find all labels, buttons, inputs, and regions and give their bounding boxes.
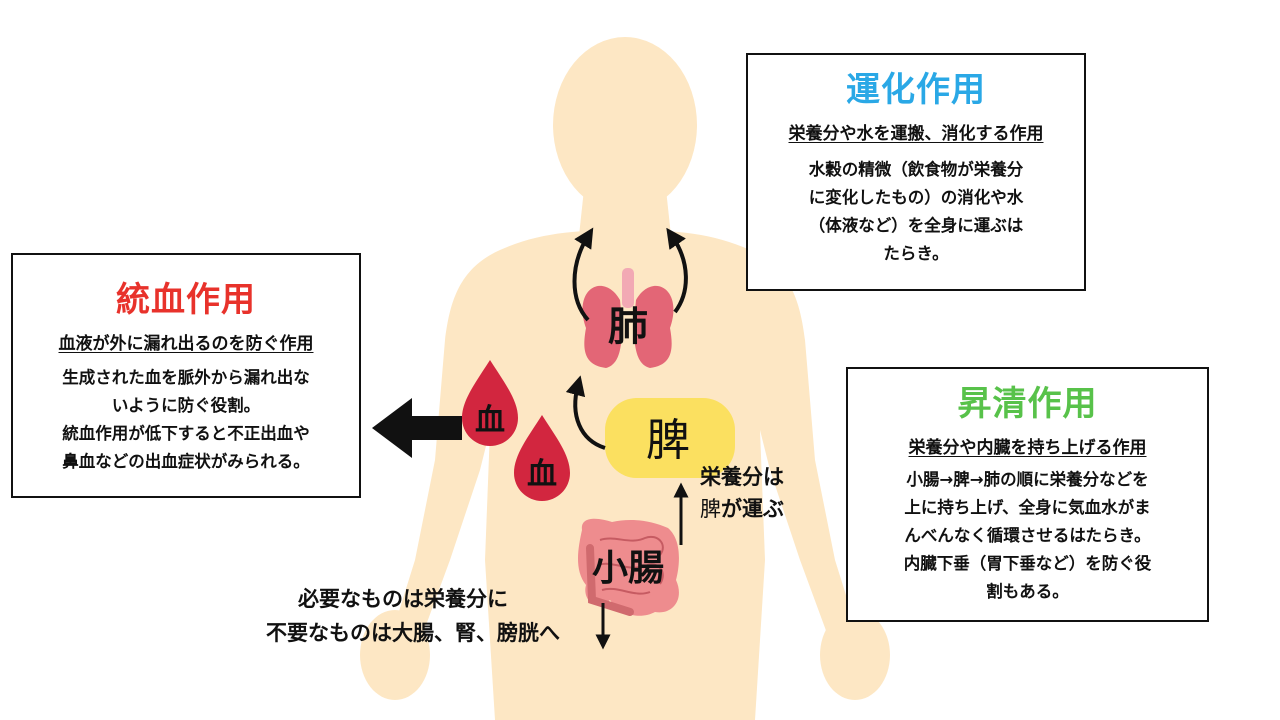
unka-subtitle: 栄養分や水を運搬、消化する作用	[788, 124, 1044, 144]
lungs	[582, 268, 674, 368]
trachea	[622, 268, 634, 308]
bottom-note-line2: 不要なものは大腸、腎、膀胱へ	[266, 621, 560, 645]
shousei-line: 上に持ち上げ、全身に気血水がま	[904, 498, 1151, 517]
lung-arrow-left	[572, 227, 594, 322]
shousei-description: 小腸→脾→肺の順に栄養分などを 上に持ち上げ、全身に気血水がま んべんなく循環さ…	[860, 466, 1195, 606]
small-intestine	[578, 518, 679, 616]
left-lung	[582, 285, 622, 368]
blood-label-1: 血	[475, 403, 505, 438]
touketsu-line: いように防ぐ役割。	[111, 396, 261, 415]
blood-retention-arrow	[372, 398, 462, 458]
blood-drop-2	[514, 415, 570, 501]
blood-drop-1	[462, 360, 518, 446]
spleen-note-rest: が運ぶ	[721, 497, 784, 521]
left-hand	[360, 610, 430, 700]
touketsu-line: 鼻血などの出血症状がみられる。	[62, 452, 310, 471]
unka-line: に変化したもの）の消化や水	[808, 188, 1024, 207]
intestine-label: 小腸	[592, 548, 664, 589]
shousei-line: んべんなく循環させるはたらき。	[904, 526, 1151, 545]
touketsu-description: 生成された血を脈外から漏れ出な いように防ぐ役割。 統血作用が低下すると不正出血…	[27, 364, 345, 476]
unka-line: たらき。	[883, 244, 949, 263]
bottom-note-line1: 必要なものは栄養分に	[298, 587, 508, 611]
intestine-colon	[586, 544, 634, 616]
right-hand	[820, 610, 890, 700]
shousei-info-box: 昇清作用 栄養分や内臓を持ち上げる作用 小腸→脾→肺の順に栄養分などを 上に持ち…	[846, 367, 1209, 622]
touketsu-subtitle: 血液が外に漏れ出るのを防ぐ作用	[58, 334, 314, 354]
intestine-coil-2	[597, 562, 664, 585]
intestine-coil-1	[599, 535, 664, 556]
spleen-note-line1: 栄養分は	[700, 465, 784, 489]
intestine-output-note: 必要なものは栄養分に 不要なものは大腸、腎、膀胱へ	[200, 582, 560, 650]
head	[553, 37, 697, 213]
neck	[578, 180, 672, 245]
unka-line: 水穀の精微（飲食物が栄養分	[808, 160, 1024, 179]
shousei-line: 内臓下垂（胃下垂など）を防ぐ役	[903, 554, 1152, 573]
unka-info-box: 運化作用 栄養分や水を運搬、消化する作用 水穀の精微（飲食物が栄養分 に変化した…	[746, 53, 1086, 291]
spleen-note-line2: 脾が運ぶ	[700, 493, 784, 525]
intestine-coil-3	[601, 587, 651, 595]
touketsu-info-box: 統血作用 血液が外に漏れ出るのを防ぐ作用 生成された血を脈外から漏れ出な いよう…	[11, 253, 361, 498]
spleen-to-lung-arrow	[565, 375, 606, 450]
unka-line: （体液など）を全身に運ぶは	[808, 216, 1024, 235]
blood-label-2: 血	[527, 457, 557, 492]
touketsu-line: 生成された血を脈外から漏れ出な	[62, 368, 310, 387]
touketsu-title: 統血作用	[116, 280, 256, 320]
spleen-transport-note: 栄養分は 脾が運ぶ	[700, 461, 784, 525]
touketsu-line: 統血作用が低下すると不正出血や	[62, 424, 310, 443]
unka-title: 運化作用	[846, 70, 986, 110]
spleen-shape	[605, 398, 735, 478]
spleen-label: 脾	[646, 415, 690, 466]
spleen-note-word: 脾	[700, 497, 721, 521]
right-lung	[634, 285, 674, 368]
lung-arrow-right	[666, 227, 688, 314]
unka-description: 水穀の精微（飲食物が栄養分 に変化したもの）の消化や水 （体液など）を全身に運ぶ…	[768, 156, 1064, 268]
shousei-title: 昇清作用	[957, 384, 1098, 424]
shousei-line: 割もある。	[986, 582, 1069, 601]
shousei-subtitle: 栄養分や内臓を持ち上げる作用	[908, 438, 1147, 458]
lung-label: 肺	[608, 304, 648, 350]
shousei-line: 小腸→脾→肺の順に栄養分などを	[906, 470, 1149, 489]
